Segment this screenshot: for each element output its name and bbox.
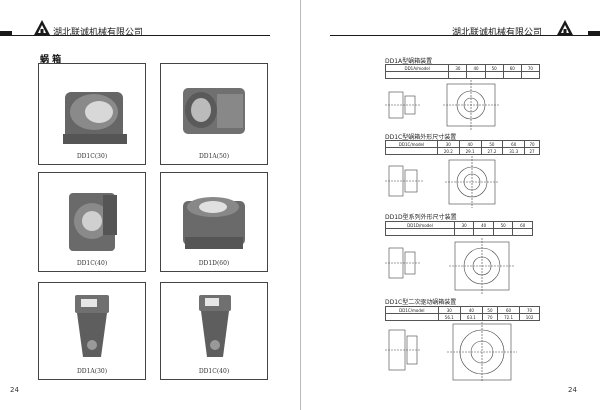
technical-drawing [385, 156, 499, 208]
spec-cell: 30 [448, 64, 468, 72]
left-company-name: 湖北联诚机械有限公司 [53, 28, 144, 38]
spec-cell [385, 147, 438, 155]
spec-cell [484, 71, 504, 79]
spec-cell: 30 [453, 221, 475, 229]
spec-cell: 70 [519, 306, 540, 314]
housing-photo [63, 92, 127, 144]
housing-photo [69, 193, 117, 251]
book-spine [300, 0, 301, 410]
technical-drawing [385, 238, 515, 294]
product-caption: DD1C(40) [198, 368, 230, 375]
spec-cell: DD1D/model [385, 221, 455, 229]
right-page-number: 24 [568, 386, 577, 394]
spec-cell: 60 [502, 140, 526, 148]
product-caption: DD1A(50) [198, 153, 230, 160]
housing-photo [183, 88, 245, 134]
product-card[interactable]: DD1C(40) [38, 172, 146, 272]
product-caption: DD1D(60) [198, 260, 230, 267]
company-logo-icon-right [557, 20, 573, 35]
product-card[interactable]: DD1C(30) [38, 63, 146, 165]
spec-cell [385, 228, 455, 236]
spec-cell: 60 [502, 64, 522, 72]
drawing-title: DD1A型蜗箱装置 [385, 58, 433, 65]
spec-cell: 60 [496, 306, 521, 314]
spec-cell: 29.1 [458, 147, 482, 155]
product-card[interactable]: DD1D(60) [160, 172, 268, 272]
product-caption: DD1C(40) [76, 260, 108, 267]
left-header-rule [12, 35, 270, 36]
spec-cell [520, 71, 541, 79]
spec-cell: 70 [524, 140, 540, 148]
spec-cell: 30 [436, 140, 460, 148]
spec-cell: 72.1 [496, 313, 521, 321]
left-page-number: 24 [10, 386, 19, 394]
spec-cell: 27 [524, 147, 540, 155]
spec-cell [473, 228, 494, 236]
spec-cell [466, 71, 486, 79]
spec-cell [385, 313, 439, 321]
spec-cell: 70 [520, 64, 541, 72]
spec-cell [384, 71, 450, 79]
spec-cell: 56.1 [437, 313, 461, 321]
spec-cell: 63.1 [459, 313, 483, 321]
spec-cell: 40 [466, 64, 486, 72]
spec-cell: 50 [492, 221, 514, 229]
drawing-title: DD1C型蜗箱外形尺寸装置 [385, 134, 457, 141]
spec-cell: 50 [481, 306, 499, 314]
spec-cell: 60 [512, 221, 533, 229]
product-card[interactable]: DD1C(40) [160, 282, 268, 380]
spec-cell: 102 [519, 313, 540, 321]
product-caption: DD1C(30) [76, 153, 108, 160]
spec-cell [448, 71, 468, 79]
right-edge-bar [588, 31, 600, 36]
spec-cell: 40 [459, 306, 483, 314]
company-logo-icon [34, 20, 50, 35]
spec-cell: DD1C/model [385, 140, 438, 148]
spec-cell: 27.2 [480, 147, 504, 155]
spec-cell [453, 228, 475, 236]
spec-cell: 31.3 [502, 147, 526, 155]
spec-cell: 30 [437, 306, 461, 314]
housing-photo [199, 295, 231, 357]
left-edge-bar [0, 31, 12, 36]
spec-cell: 70 [481, 313, 499, 321]
housing-photo [75, 295, 109, 357]
spec-cell: 50 [480, 140, 504, 148]
spec-cell [492, 228, 514, 236]
drawing-title: DD1C型二次驱动蜗箱装置 [385, 299, 457, 306]
spec-cell [502, 71, 522, 79]
housing-photo [183, 197, 245, 249]
technical-drawing [385, 80, 499, 130]
spec-cell: DD1C/model [385, 306, 439, 314]
product-caption: DD1A(30) [76, 368, 108, 375]
right-header-rule [330, 35, 588, 36]
spec-cell: DD1A/model [384, 64, 450, 72]
spec-cell: 50 [484, 64, 504, 72]
product-card[interactable]: DD1A(50) [160, 63, 268, 165]
technical-drawing [385, 322, 517, 382]
drawing-title: DD1D型系列外形尺寸装置 [385, 214, 457, 221]
spec-cell: 40 [473, 221, 494, 229]
spec-cell: 20.2 [436, 147, 460, 155]
product-card[interactable]: DD1A(30) [38, 282, 146, 380]
spec-cell: 40 [458, 140, 482, 148]
spec-cell [512, 228, 533, 236]
right-company-name: 湖北联诚机械有限公司 [452, 28, 543, 38]
section-title: 蜗 箱 [40, 55, 62, 65]
